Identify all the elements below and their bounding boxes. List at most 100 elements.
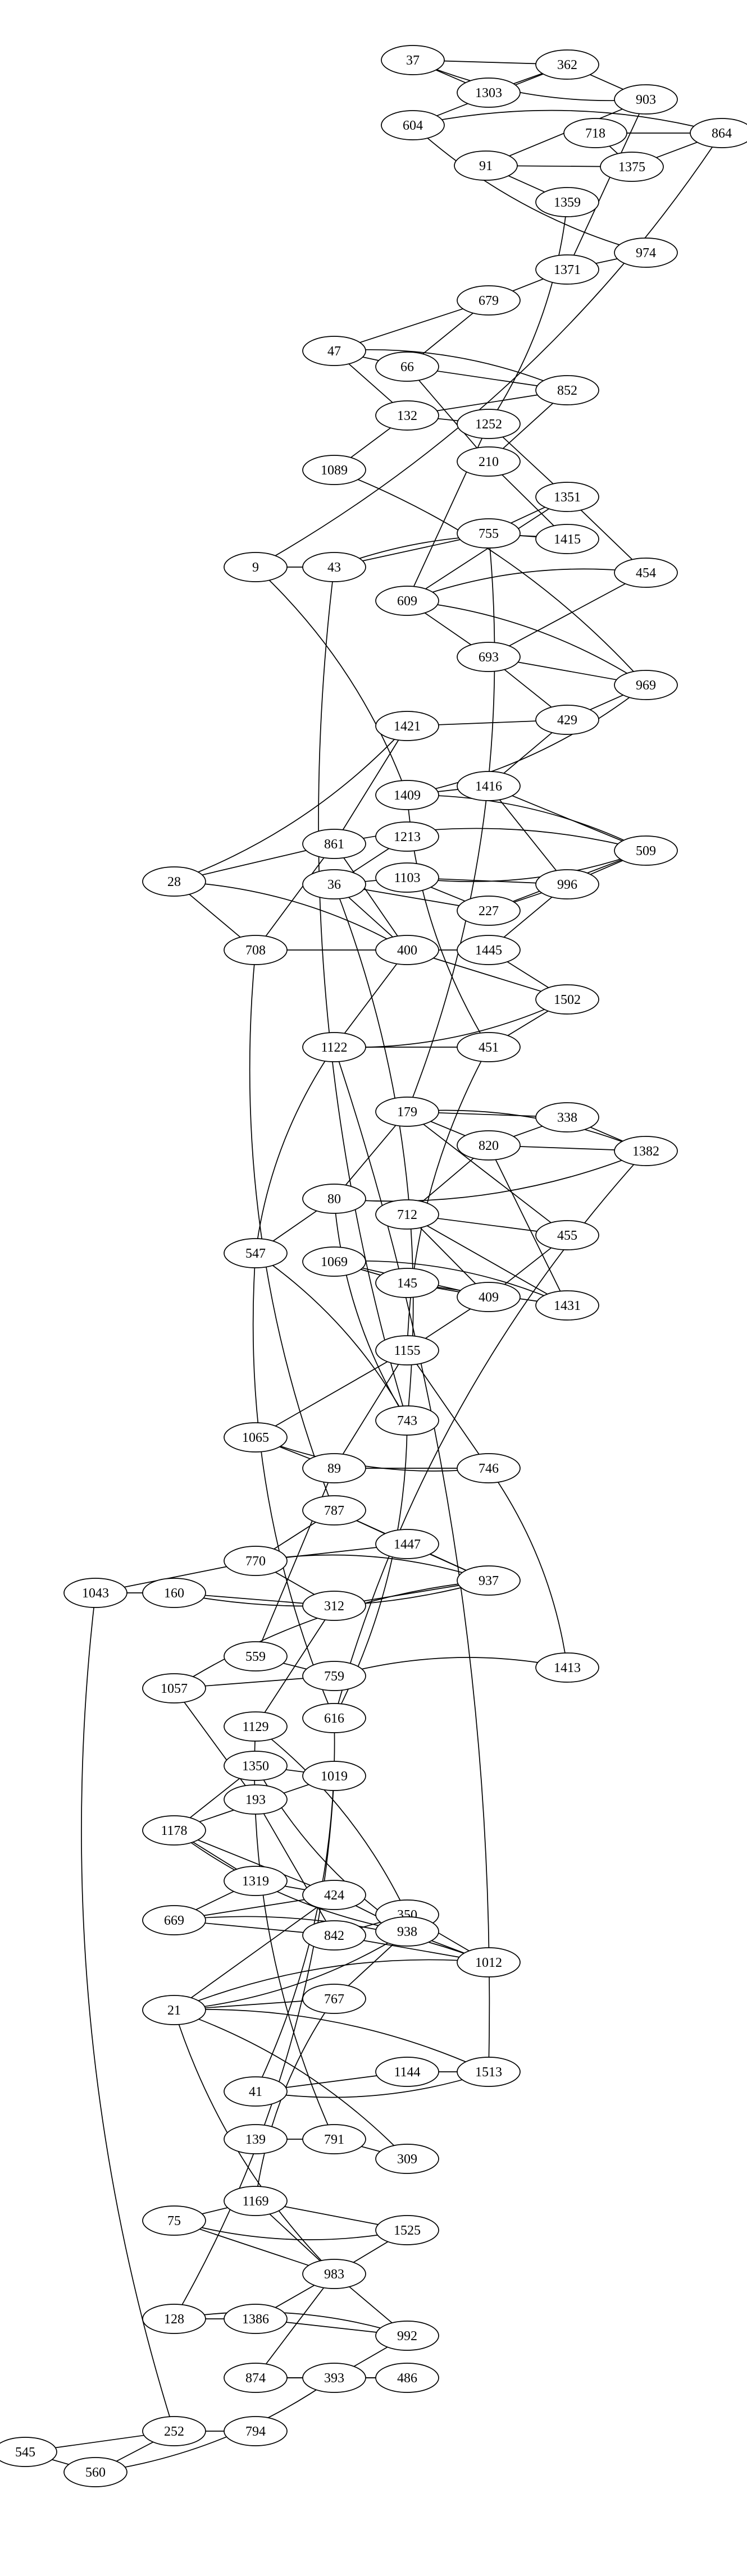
node-1421: 1421 xyxy=(375,711,439,741)
node-label-874: 874 xyxy=(245,2371,266,2386)
node-ellipse-983 xyxy=(302,2259,366,2289)
node-label-545: 545 xyxy=(15,2445,35,2460)
node-1386: 1386 xyxy=(224,2304,288,2334)
node-ellipse-21 xyxy=(142,1995,206,2025)
node-ellipse-1103 xyxy=(375,862,439,893)
node-label-309: 309 xyxy=(397,2152,417,2167)
node-609: 609 xyxy=(375,586,439,616)
node-ellipse-362 xyxy=(535,49,599,80)
node-41: 41 xyxy=(224,2076,288,2107)
node-755: 755 xyxy=(457,518,521,549)
node-ellipse-1413 xyxy=(535,1652,599,1683)
edge-179-80 xyxy=(334,1111,408,1199)
node-1169: 1169 xyxy=(224,2186,288,2216)
node-ellipse-80 xyxy=(302,1184,366,1214)
node-393: 393 xyxy=(302,2363,366,2393)
node-label-1431: 1431 xyxy=(554,1299,581,1313)
node-label-1382: 1382 xyxy=(632,1144,659,1159)
node-794: 794 xyxy=(224,2416,288,2446)
node-ellipse-864 xyxy=(690,118,747,148)
node-ellipse-1069 xyxy=(302,1246,366,1277)
edge-903-1371 xyxy=(567,99,646,270)
node-label-864: 864 xyxy=(712,126,732,141)
node-ellipse-604 xyxy=(381,110,445,140)
node-ellipse-669 xyxy=(142,1905,206,1935)
node-429: 429 xyxy=(535,705,599,735)
node-ellipse-1375 xyxy=(600,152,664,182)
node-820: 820 xyxy=(457,1130,521,1161)
node-ellipse-1382 xyxy=(614,1136,678,1166)
node-938: 938 xyxy=(375,1916,439,1947)
node-label-1359: 1359 xyxy=(554,195,581,210)
edge-1155-1065 xyxy=(255,1350,408,1438)
node-label-1043: 1043 xyxy=(82,1586,109,1601)
node-ellipse-1012 xyxy=(457,1947,521,1977)
node-ellipse-1319 xyxy=(224,1866,288,1896)
node-ellipse-1144 xyxy=(375,2057,439,2087)
node-ellipse-36 xyxy=(302,869,366,899)
edge-454-693 xyxy=(488,572,646,657)
node-89: 89 xyxy=(302,1453,366,1483)
node-312: 312 xyxy=(302,1591,366,1621)
node-ellipse-969 xyxy=(614,670,678,700)
node-1525: 1525 xyxy=(375,2215,439,2245)
node-746: 746 xyxy=(457,1453,521,1483)
edge-1416-996 xyxy=(488,785,568,885)
node-label-91: 91 xyxy=(479,159,493,173)
edge-layer xyxy=(25,60,722,2473)
edge-1409-509 xyxy=(407,794,646,851)
node-1502: 1502 xyxy=(535,984,599,1015)
node-1303: 1303 xyxy=(457,77,521,108)
node-547: 547 xyxy=(224,1238,288,1268)
node-759: 759 xyxy=(302,1661,366,1691)
node-1431: 1431 xyxy=(535,1290,599,1321)
node-708: 708 xyxy=(224,935,288,965)
edge-1416-509 xyxy=(488,785,646,851)
node-label-36: 36 xyxy=(327,878,341,892)
edge-21-309 xyxy=(174,2009,408,2159)
node-559: 559 xyxy=(224,1641,288,1671)
node-label-983: 983 xyxy=(324,2267,344,2282)
node-9: 9 xyxy=(224,552,288,582)
node-label-89: 89 xyxy=(327,1461,341,1476)
edge-861-708 xyxy=(255,843,335,951)
node-ellipse-1431 xyxy=(535,1290,599,1321)
node-75: 75 xyxy=(142,2205,206,2236)
node-1069: 1069 xyxy=(302,1246,366,1277)
node-ellipse-937 xyxy=(457,1565,521,1596)
node-label-1319: 1319 xyxy=(242,1874,269,1889)
node-ellipse-616 xyxy=(302,1703,366,1733)
node-label-1069: 1069 xyxy=(321,1255,348,1269)
node-ellipse-559 xyxy=(224,1641,288,1671)
node-ellipse-1371 xyxy=(535,254,599,285)
node-label-1421: 1421 xyxy=(394,719,421,734)
node-974: 974 xyxy=(614,237,678,268)
node-label-1386: 1386 xyxy=(242,2312,269,2327)
node-252: 252 xyxy=(142,2416,206,2446)
node-37: 37 xyxy=(381,45,445,75)
node-ellipse-693 xyxy=(457,642,521,672)
node-label-1445: 1445 xyxy=(475,943,502,958)
node-label-1065: 1065 xyxy=(242,1431,269,1445)
node-ellipse-43 xyxy=(302,552,366,582)
node-1413: 1413 xyxy=(535,1652,599,1683)
node-ellipse-37 xyxy=(381,45,445,75)
node-80: 80 xyxy=(302,1184,366,1214)
node-545: 545 xyxy=(0,2437,57,2467)
node-label-21: 21 xyxy=(167,2003,181,2018)
node-label-1409: 1409 xyxy=(394,788,421,803)
node-label-1169: 1169 xyxy=(242,2194,268,2209)
node-ellipse-252 xyxy=(142,2416,206,2446)
node-label-559: 559 xyxy=(245,1650,266,1664)
node-label-1350: 1350 xyxy=(242,1759,269,1774)
node-210: 210 xyxy=(457,446,521,477)
node-1351: 1351 xyxy=(535,482,599,512)
node-160: 160 xyxy=(142,1578,206,1608)
node-560: 560 xyxy=(63,2457,127,2487)
edge-969-1409 xyxy=(407,684,646,796)
edge-1155-746 xyxy=(407,1350,489,1469)
edge-37-903 xyxy=(412,60,646,102)
node-712: 712 xyxy=(375,1199,439,1230)
edge-1129-312 xyxy=(255,1605,335,1727)
node-ellipse-509 xyxy=(614,835,678,866)
